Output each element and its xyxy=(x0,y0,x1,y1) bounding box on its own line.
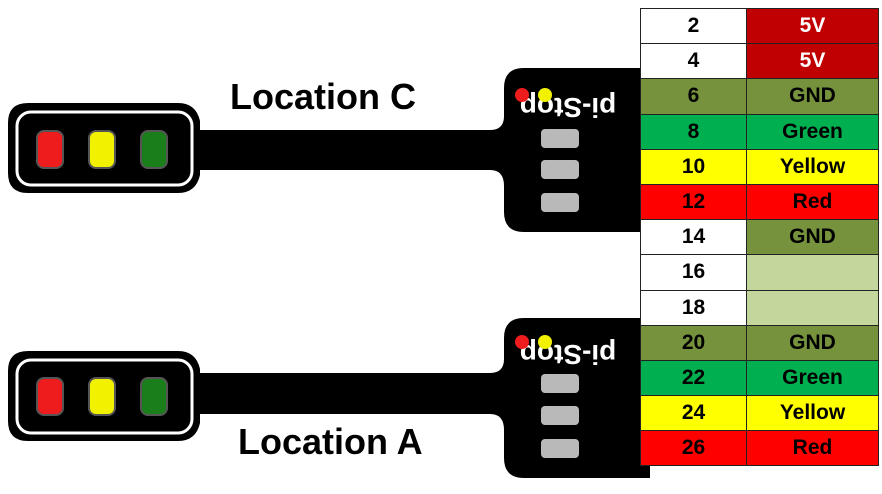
pin-signal-cell: GND xyxy=(746,78,879,115)
pad-icon xyxy=(541,193,579,212)
pin-signal-cell xyxy=(746,289,879,326)
svg-text:pi-Stop: pi-Stop xyxy=(520,92,616,123)
location-a-label: Location A xyxy=(238,421,423,462)
pin-signal-cell: GND xyxy=(746,219,879,256)
pin-number-cell: 18 xyxy=(640,289,747,326)
pin-number-cell: 2 xyxy=(640,7,747,45)
pin-signal-cell: Green xyxy=(746,113,879,150)
pin-signal-cell: Yellow xyxy=(746,148,879,185)
yellow-led-icon xyxy=(88,377,116,416)
pin-number-cell: 24 xyxy=(640,395,747,432)
pad-icon xyxy=(541,160,579,179)
pi-stop-board-c: pi-Stop xyxy=(8,68,650,232)
pin-signal-cell: 5V xyxy=(746,7,879,45)
pin-signal-cell: GND xyxy=(746,324,879,361)
pin-number-cell: 10 xyxy=(640,148,747,185)
yellow-led-icon xyxy=(88,130,116,169)
red-led-icon xyxy=(36,130,64,169)
pin-number-cell: 20 xyxy=(640,324,747,361)
logo-red-dot-icon xyxy=(515,88,529,102)
pin-signal-cell: Green xyxy=(746,359,879,397)
pad-icon xyxy=(541,439,579,458)
pin-signal-cell xyxy=(746,254,879,291)
pin-number-cell: 12 xyxy=(640,183,747,221)
pi-stop-logo-a: pi-Stop xyxy=(515,335,616,370)
green-led-icon xyxy=(140,130,168,169)
pin-number-cell: 22 xyxy=(640,359,747,397)
pin-signal-cell: Red xyxy=(746,183,879,221)
led-housing-outline-c xyxy=(15,110,194,187)
pin-number-cell: 14 xyxy=(640,219,747,256)
logo-red-dot-icon xyxy=(515,335,529,349)
location-c-label: Location C xyxy=(230,76,416,117)
pin-row: 16 xyxy=(640,254,879,291)
pad-icon xyxy=(541,374,579,393)
pad-icon xyxy=(541,406,579,425)
pin-signal-cell: Yellow xyxy=(746,395,879,432)
green-led-icon xyxy=(140,377,168,416)
board-outline-c xyxy=(8,68,650,232)
pi-stop-logo-c: pi-Stop xyxy=(515,88,616,123)
logo-yellow-dot-icon xyxy=(538,335,552,349)
logo-yellow-dot-icon xyxy=(538,88,552,102)
pin-number-cell: 26 xyxy=(640,430,747,467)
pin-number-cell: 16 xyxy=(640,254,747,291)
pin-row: 18 xyxy=(640,289,879,326)
svg-text:pi-Stop: pi-Stop xyxy=(520,339,616,370)
led-housing-outline-a xyxy=(15,358,194,435)
pi-stop-board-a: pi-Stop xyxy=(8,318,650,478)
pin-signal-cell: Red xyxy=(746,430,879,467)
pad-icon xyxy=(541,129,579,148)
pin-signal-cell: 5V xyxy=(746,43,879,80)
pin-number-cell: 8 xyxy=(640,113,747,150)
pin-number-cell: 4 xyxy=(640,43,747,80)
red-led-icon xyxy=(36,377,64,416)
board-outline-a xyxy=(8,318,650,478)
pin-number-cell: 6 xyxy=(640,78,747,115)
